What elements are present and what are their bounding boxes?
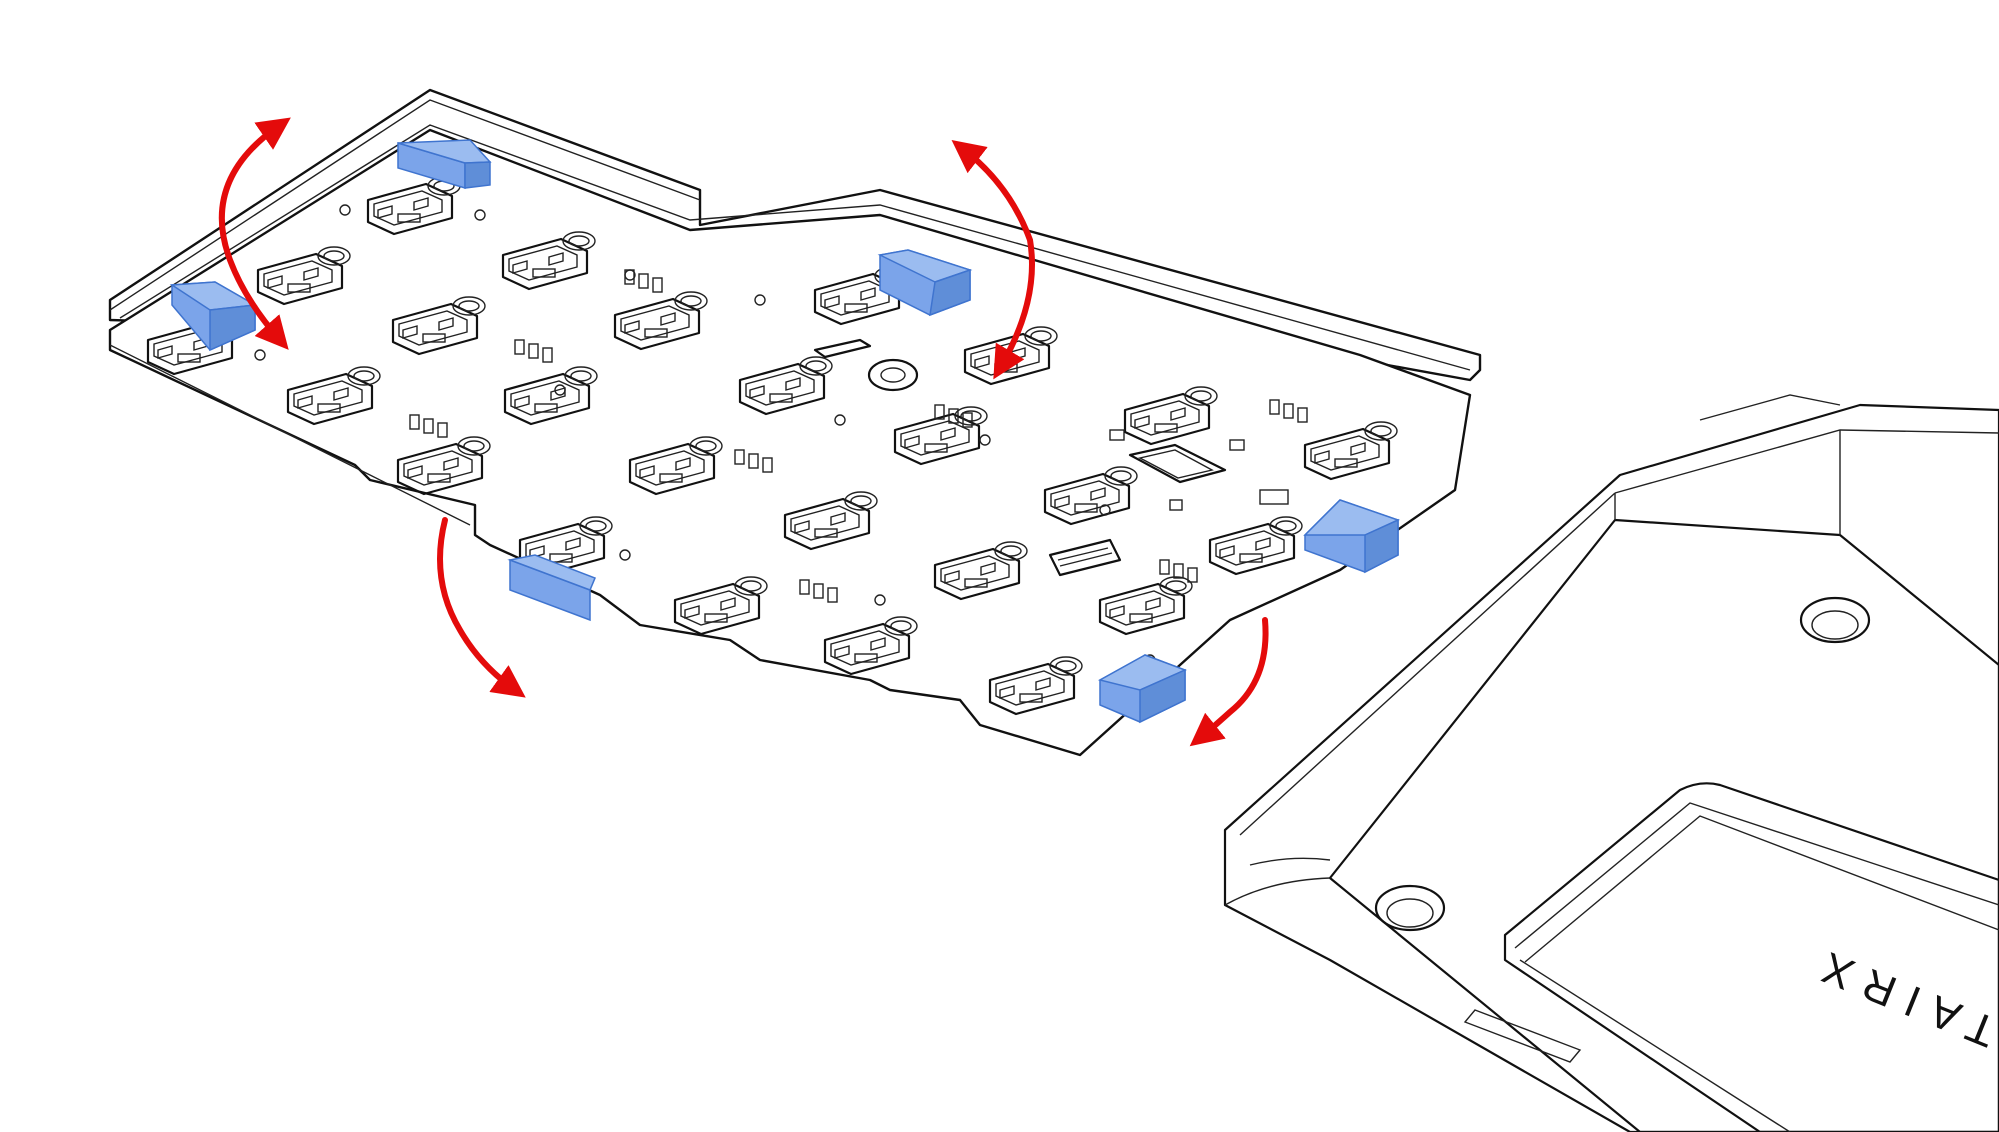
arrow-bottom-right — [1189, 617, 1269, 747]
arrow-middle-double — [951, 139, 1035, 380]
reset-button — [867, 358, 919, 392]
pcb-controller-area — [813, 338, 1289, 577]
usb-connector — [1048, 538, 1122, 577]
case-outer-shell — [1223, 403, 1999, 1132]
foam-pad-right — [1303, 499, 1401, 574]
case-top-face — [1328, 518, 1999, 1132]
foam-pad-bottom-right — [1097, 654, 1187, 724]
power-switch — [813, 338, 872, 359]
arrow-bottom-left — [437, 517, 526, 698]
case-screw-hole-upper — [1799, 596, 1871, 644]
motion-arrows — [218, 117, 1269, 747]
foam-pad-bottom-left — [507, 554, 596, 622]
case-screw-hole-lower — [1374, 884, 1446, 932]
pcb-main-board — [108, 128, 1472, 757]
foam-pad-left — [169, 281, 258, 352]
foam-pads — [169, 139, 1401, 724]
pcb-mounting-holes — [254, 204, 1156, 666]
case-recessed-panel — [1503, 782, 1999, 1132]
foam-pad-top-left — [397, 139, 492, 190]
case-brand-engraving: TAIRX — [1802, 937, 1999, 1056]
mcu-chip — [1128, 443, 1227, 484]
arrow-left-double — [218, 117, 291, 350]
